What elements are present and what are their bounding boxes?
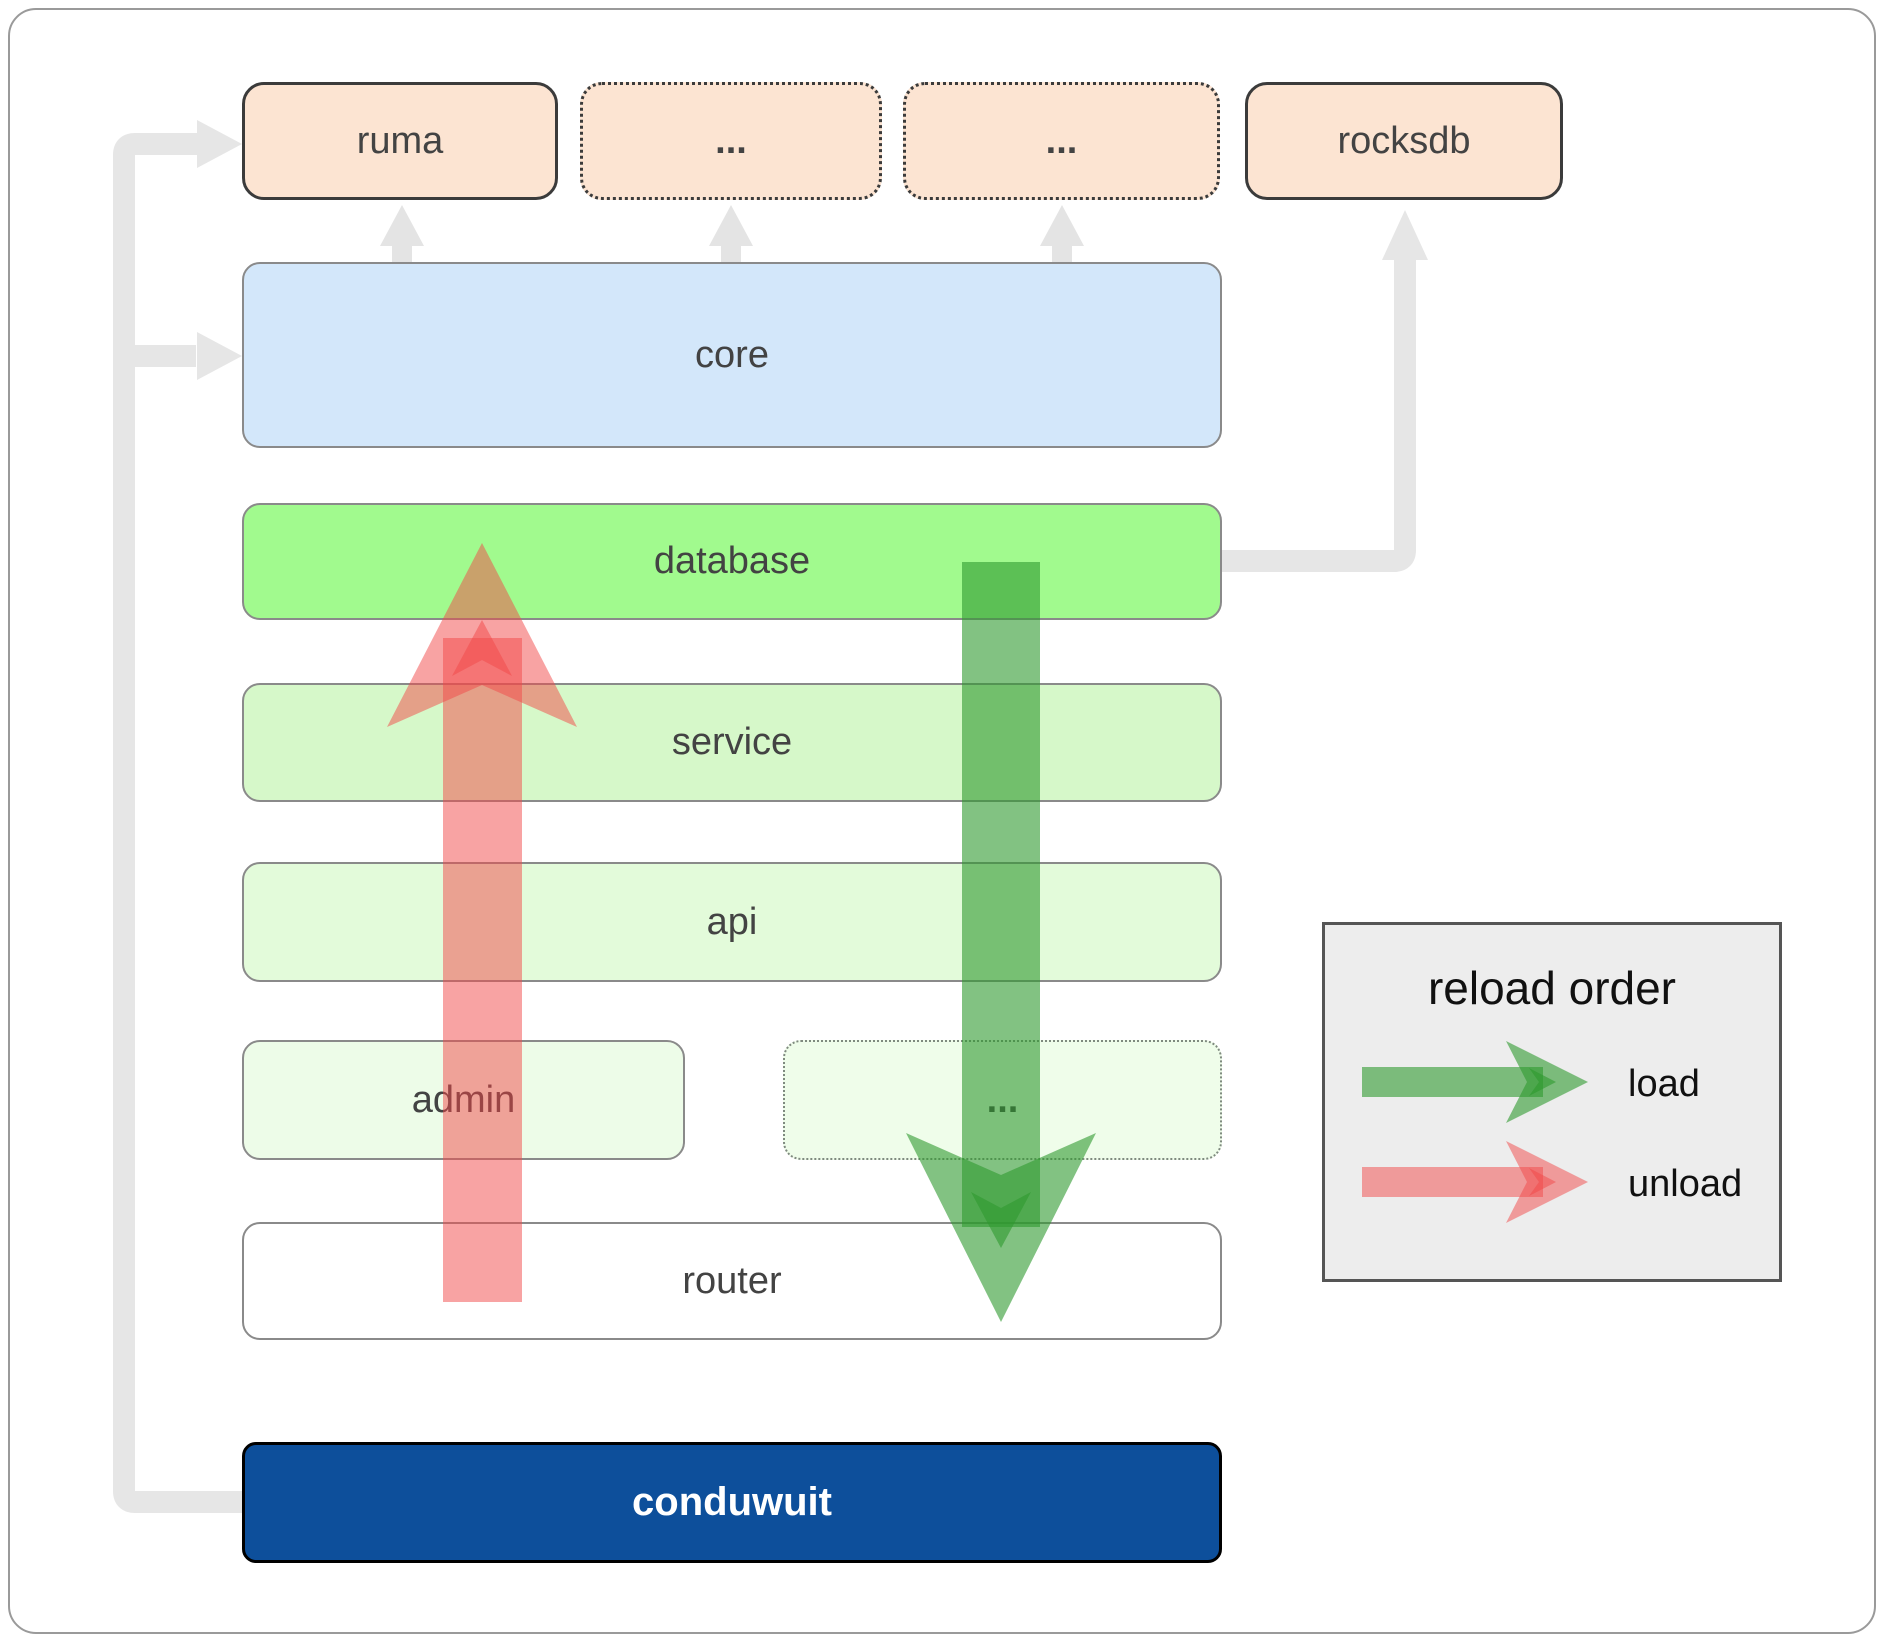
node-ellipsis-top-2-label: ...	[1045, 119, 1078, 162]
node-ruma-label: ruma	[356, 119, 444, 162]
node-core-label: core	[695, 333, 769, 376]
node-conduwuit: conduwuit	[242, 1442, 1222, 1563]
node-rocksdb-label: rocksdb	[1337, 119, 1471, 162]
legend-unload-label: unload	[1628, 1163, 1743, 1205]
node-router: router	[242, 1222, 1222, 1340]
node-database: database	[242, 503, 1222, 620]
node-ellipsis-top-2: ...	[903, 82, 1220, 200]
node-core: core	[242, 262, 1222, 448]
unload-arrow-icon	[387, 543, 577, 1302]
load-arrow-icon	[906, 562, 1096, 1322]
node-ruma: ruma	[242, 82, 558, 200]
node-service-label: service	[671, 721, 793, 763]
node-router-label: router	[682, 1259, 782, 1302]
node-ellipsis-top-1-label: ...	[715, 119, 747, 162]
core-to-top-arrows	[380, 205, 1084, 265]
legend-reload-order: reload order load unload	[1322, 922, 1782, 1282]
legend-unload-arrow-icon	[1362, 1141, 1588, 1223]
conduwuit-loop-connector	[113, 133, 244, 1513]
legend-title: reload order	[1427, 962, 1677, 1014]
node-ellipsis-top-1: ...	[580, 82, 882, 200]
database-to-rocksdb-connector	[1222, 210, 1428, 572]
legend-load-arrow-icon	[1362, 1041, 1588, 1123]
node-api-label: api	[706, 900, 758, 943]
node-rocksdb: rocksdb	[1245, 82, 1563, 200]
legend-load-label: load	[1628, 1063, 1700, 1105]
node-conduwuit-label: conduwuit	[632, 1480, 832, 1524]
node-database-label: database	[653, 540, 811, 582]
arrowhead-into-core	[197, 332, 242, 380]
node-api: api	[242, 862, 1222, 982]
arrowhead-into-ruma	[197, 120, 242, 168]
